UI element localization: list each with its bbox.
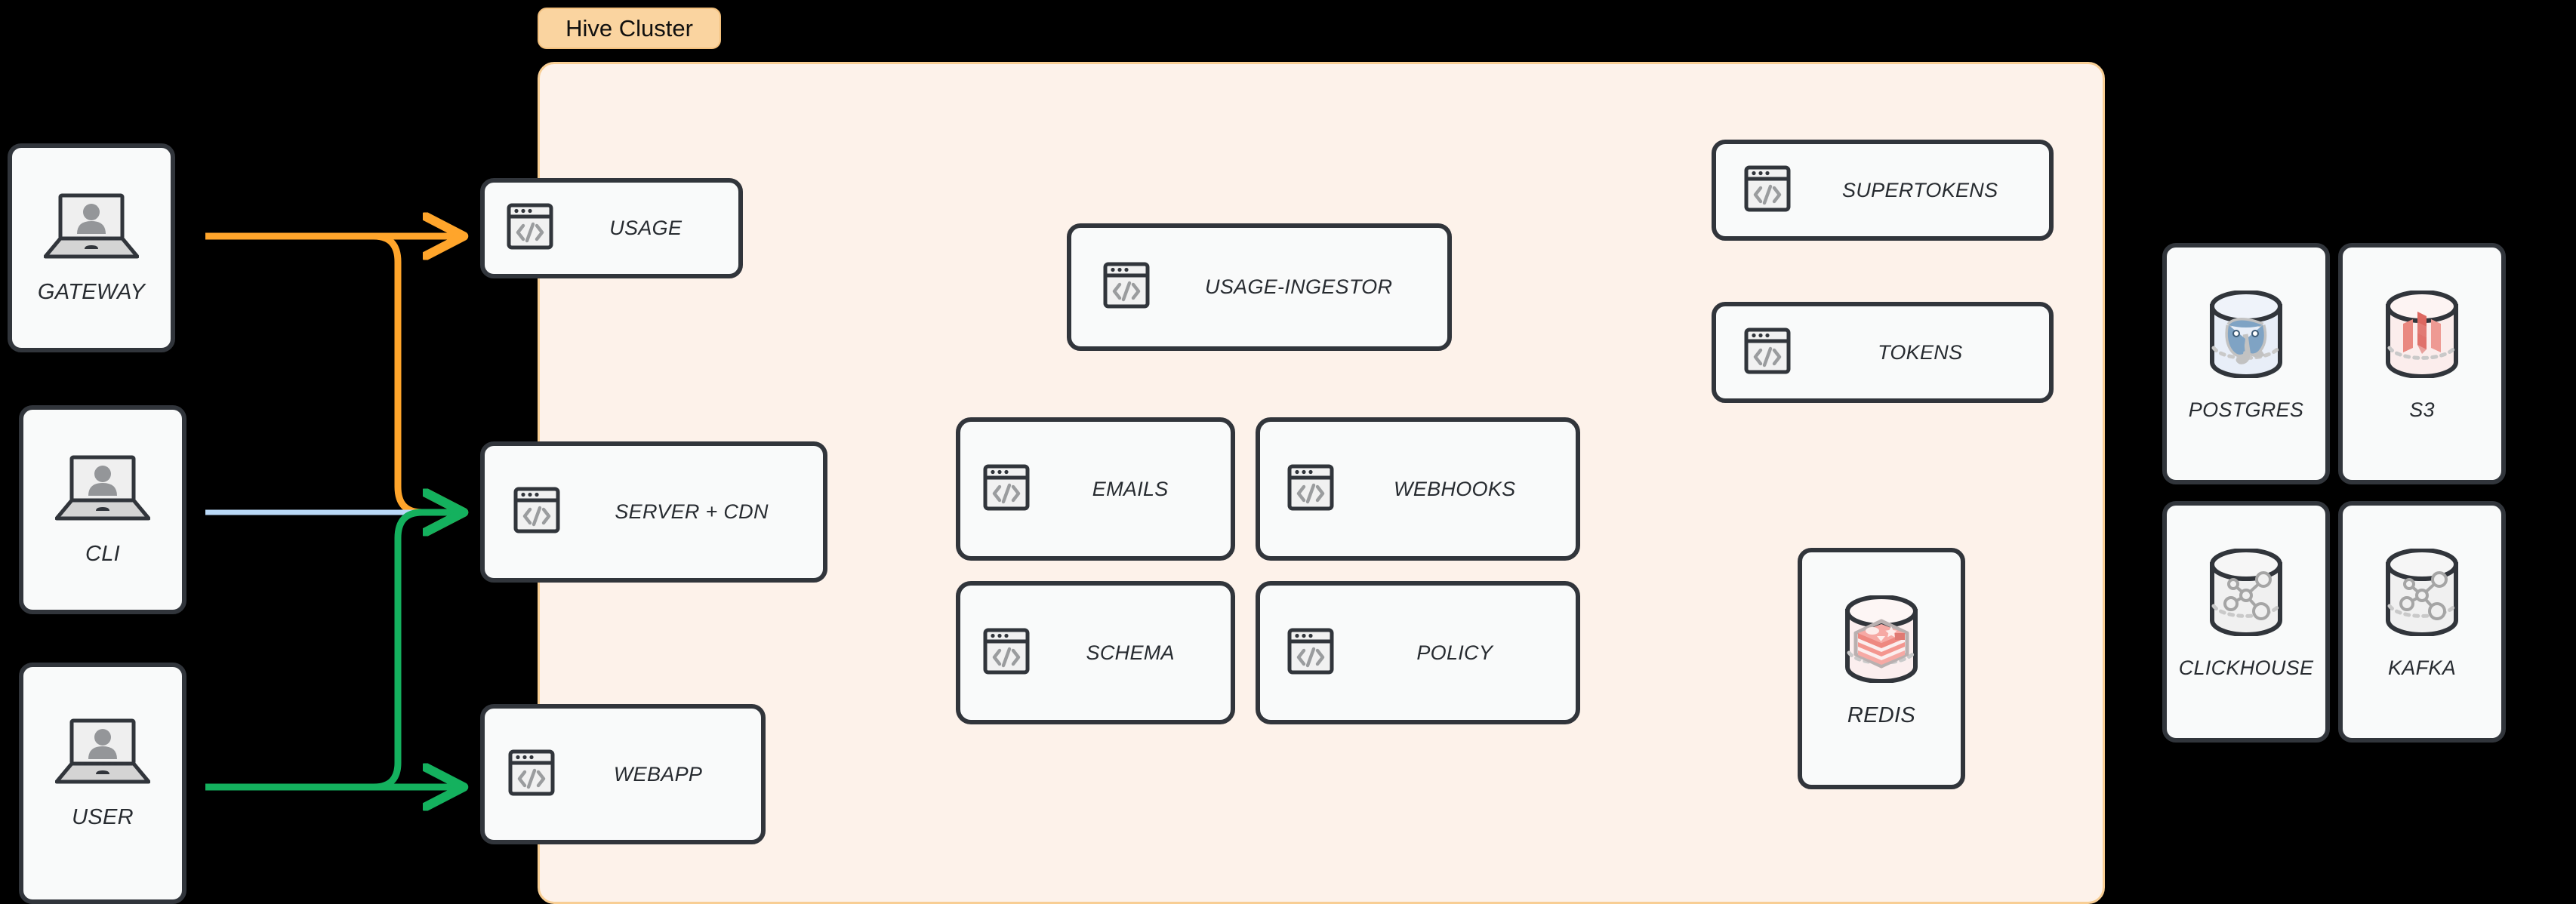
node-server-cdn[interactable]: SERVER + CDN [480,441,827,583]
node-supertokens-label: SUPERTOKENS [1842,178,1998,201]
laptop-user-icon [43,192,140,265]
hive-cluster-badge: Hive Cluster [538,8,721,49]
connector-user-to-server-cdn [205,512,458,791]
node-supertokens[interactable]: SUPERTOKENS [1712,140,2054,241]
node-emails[interactable]: EMAILS [956,417,1235,561]
database-kafka-icon [2380,548,2464,640]
connector-gateway-to-server-cdn [205,232,458,512]
node-s3-label: S3 [2409,398,2435,421]
node-webapp-label: WEBAPP [613,762,703,786]
node-usage-ingestor[interactable]: USAGE-INGESTOR [1067,223,1452,351]
node-webhooks[interactable]: WEBHOOKS [1256,417,1580,561]
node-cli[interactable]: CLI [19,405,186,614]
database-postgres-icon [2204,290,2288,382]
node-webhooks-label: WEBHOOKS [1394,477,1516,500]
node-emails-label: EMAILS [1092,477,1169,500]
node-postgres-label: POSTGRES [2188,398,2304,421]
node-redis-label: REDIS [1847,703,1916,727]
node-gateway[interactable]: GATEWAY [8,143,175,352]
code-window-icon [1744,327,1791,378]
node-gateway-label: GATEWAY [37,279,146,304]
node-user[interactable]: USER [19,663,186,904]
node-s3[interactable]: S3 [2338,243,2506,484]
node-clickhouse-label: CLICKHOUSE [2178,656,2314,679]
code-window-icon [508,749,555,800]
node-tokens-label: TOKENS [1878,340,1963,364]
node-tokens[interactable]: TOKENS [1712,302,2054,403]
node-kafka[interactable]: KAFKA [2338,501,2506,743]
node-policy-label: POLICY [1416,641,1493,664]
laptop-user-icon [54,717,151,790]
node-schema[interactable]: SCHEMA [956,581,1235,724]
code-window-icon [983,628,1030,678]
node-user-label: USER [72,805,134,829]
node-policy[interactable]: POLICY [1256,581,1580,724]
code-window-icon [1103,262,1150,312]
code-window-icon [1744,165,1791,216]
laptop-user-icon [54,454,151,527]
node-server-cdn-label: SERVER + CDN [615,500,769,523]
node-schema-label: SCHEMA [1086,641,1175,664]
node-usage[interactable]: USAGE [480,178,743,278]
code-window-icon [1287,464,1334,515]
code-window-icon [513,487,560,537]
node-postgres[interactable]: POSTGRES [2162,243,2330,484]
database-s3-icon [2380,290,2464,382]
code-window-icon [1287,628,1334,678]
database-clickhouse-icon [2204,548,2288,640]
node-usage-ingestor-label: USAGE-INGESTOR [1205,275,1393,298]
database-redis-icon [1839,595,1924,687]
code-window-icon [507,203,553,254]
node-usage-label: USAGE [609,217,683,239]
node-redis[interactable]: REDIS [1798,548,1965,789]
hive-cluster-badge-label: Hive Cluster [565,15,693,42]
node-webapp[interactable]: WEBAPP [480,704,766,844]
code-window-icon [983,464,1030,515]
node-kafka-label: KAFKA [2387,656,2457,679]
node-cli-label: CLI [85,541,121,566]
node-clickhouse[interactable]: CLICKHOUSE [2162,501,2330,743]
